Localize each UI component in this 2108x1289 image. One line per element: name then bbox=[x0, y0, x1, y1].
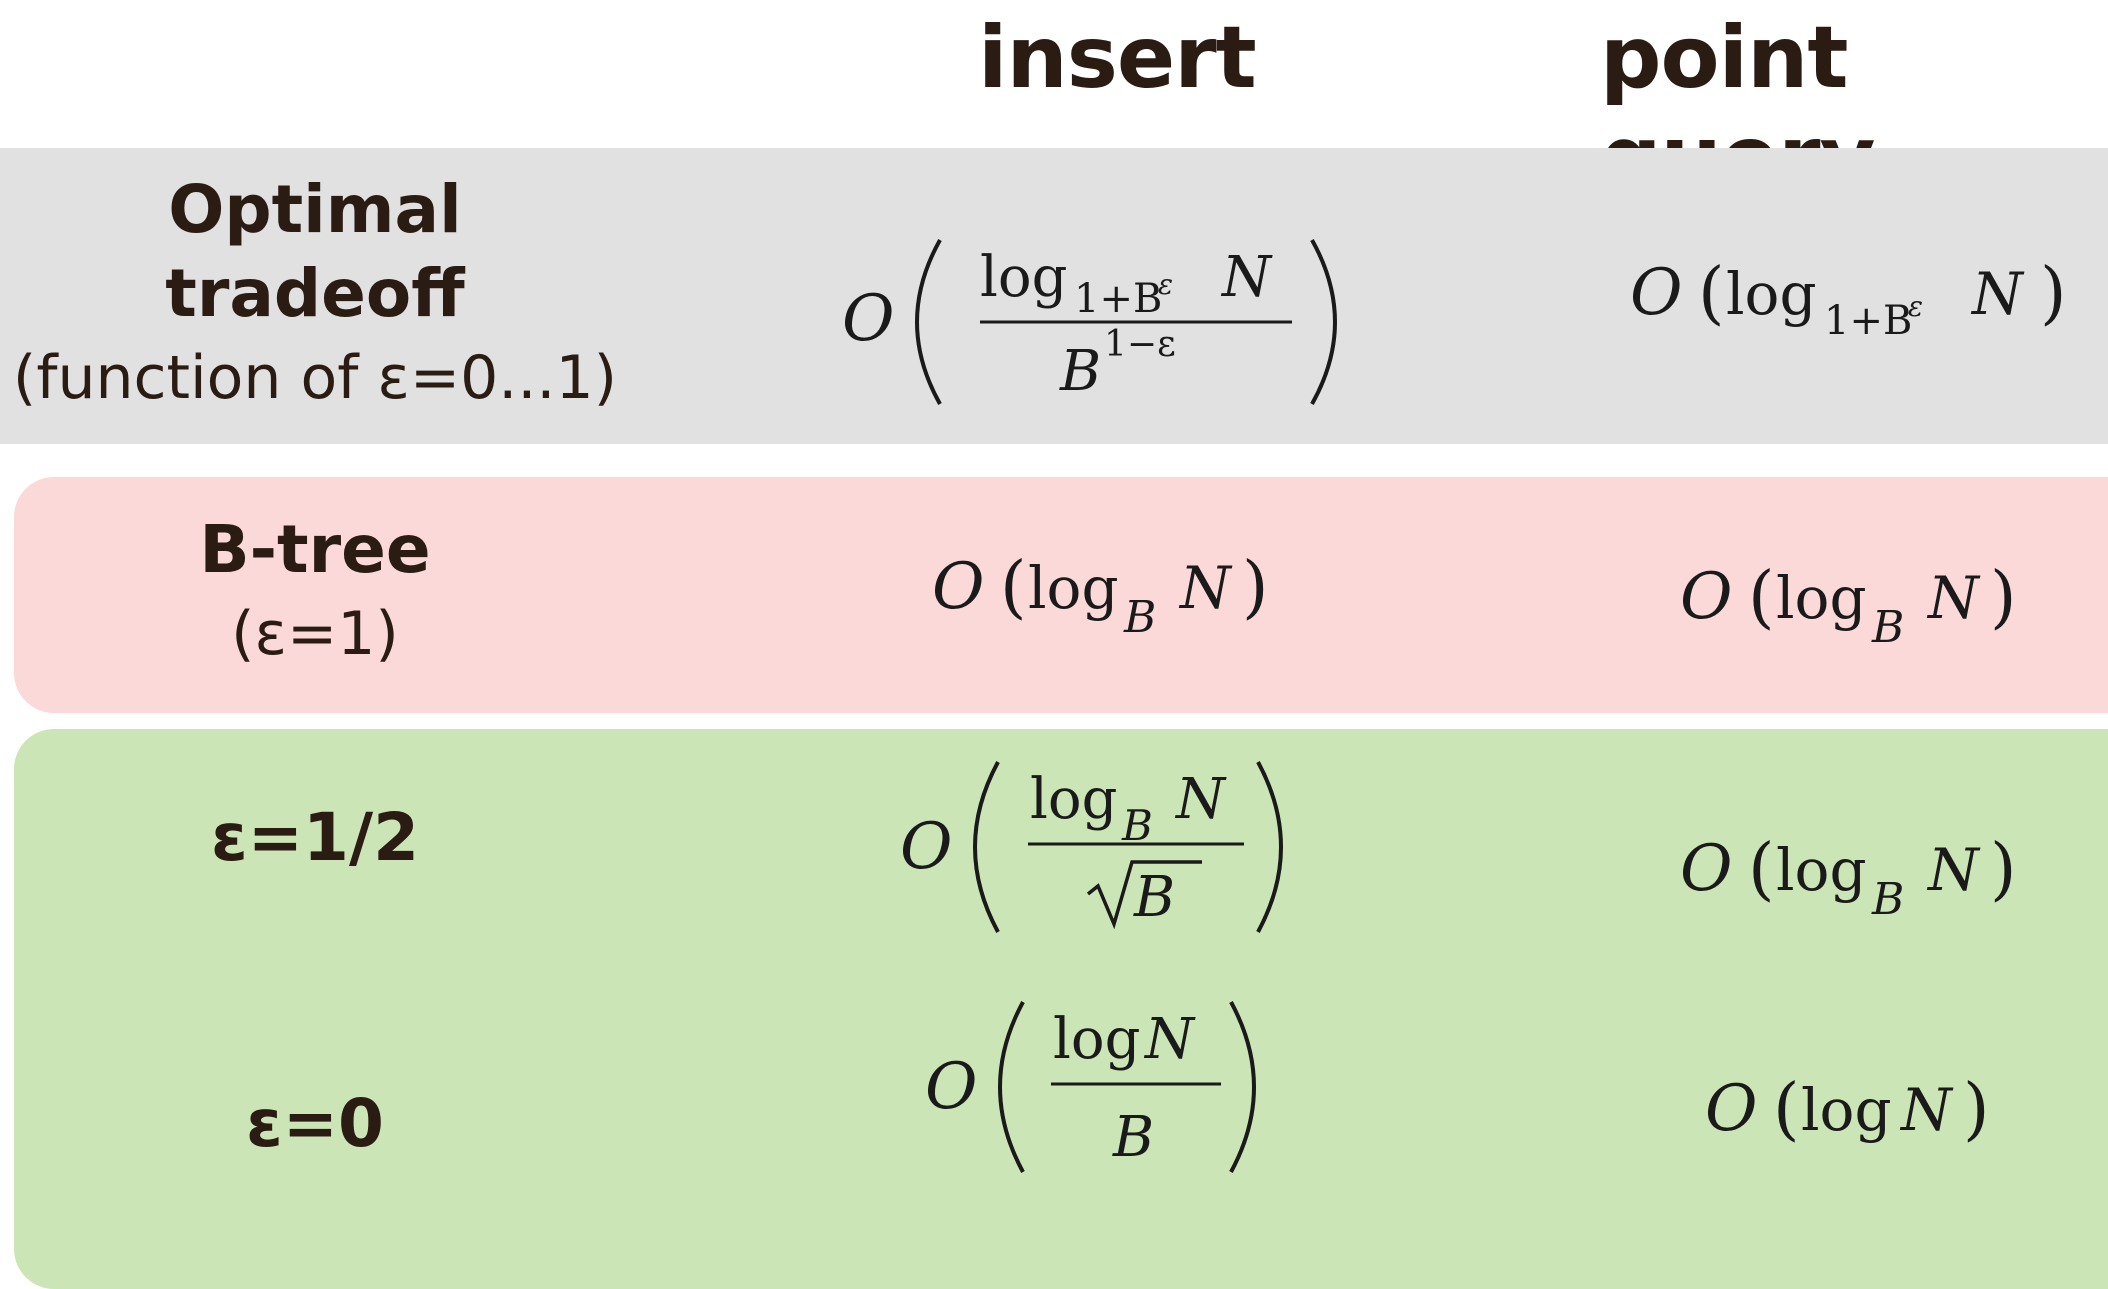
row-label-line: B-tree bbox=[199, 511, 431, 588]
fn-sub: B bbox=[1871, 602, 1904, 653]
rparen: ) bbox=[1963, 1070, 1990, 1149]
row-label-epsilon-half: ε=1/2 bbox=[211, 799, 419, 876]
sqrt-icon bbox=[1086, 860, 1202, 930]
den-var: B bbox=[1112, 1105, 1154, 1170]
rparen: ) bbox=[1990, 830, 2017, 909]
fn-log: log bbox=[1726, 260, 1817, 328]
row-label-sub: (ε=1) bbox=[231, 599, 399, 669]
den-var: B bbox=[1059, 339, 1101, 404]
fn-var: N bbox=[1178, 554, 1233, 622]
big-o: O bbox=[1630, 256, 1682, 330]
formula-btree-insert: O ( log B N ) bbox=[932, 548, 1292, 658]
rparen: ) bbox=[2040, 254, 2067, 333]
row-band-btree bbox=[14, 477, 2108, 713]
fn-sub: 1+B bbox=[1824, 298, 1912, 344]
row-label-btree: B-tree (ε=1) bbox=[0, 508, 630, 676]
fn-sub: B bbox=[1871, 874, 1904, 925]
num-var: N bbox=[1143, 1007, 1196, 1072]
fn-log: log bbox=[1028, 554, 1119, 622]
row-label-line: tradeoff bbox=[165, 255, 465, 332]
row-label-epsilon-zero: ε=0 bbox=[246, 1085, 384, 1162]
num-sub: 1+B bbox=[1074, 276, 1162, 322]
formula-btree-query: O ( log B N ) bbox=[1680, 558, 2040, 668]
den-sup: 1−ε bbox=[1104, 324, 1176, 365]
den-var: B bbox=[1133, 865, 1175, 930]
lparen: ( bbox=[1748, 558, 1775, 637]
fn-var: N bbox=[1926, 836, 1981, 904]
fn-log: log bbox=[1776, 836, 1867, 904]
big-o: O bbox=[925, 1050, 977, 1124]
fn-sup: ε bbox=[1908, 290, 1923, 323]
lparen: ( bbox=[1773, 1070, 1800, 1149]
row-band-epsilon bbox=[14, 729, 2108, 1289]
fn-var: N bbox=[1926, 564, 1981, 632]
fn-sub: B bbox=[1123, 592, 1156, 643]
fn-log: log bbox=[1801, 1076, 1892, 1144]
formula-half-insert: O log B N B bbox=[900, 752, 1320, 942]
row-label-sub: (function of ε=0...1) bbox=[12, 343, 618, 413]
formula-zero-insert: O log N B bbox=[925, 992, 1285, 1182]
fn-var: N bbox=[1970, 260, 2025, 328]
big-o: O bbox=[932, 550, 984, 624]
row-label-optimal: Optimal tradeoff (function of ε=0...1) bbox=[0, 168, 630, 420]
column-header-insert: insert bbox=[978, 8, 1257, 108]
num-sup: ε bbox=[1158, 268, 1173, 301]
rparen: ) bbox=[1990, 558, 2017, 637]
lparen: ( bbox=[1000, 548, 1027, 627]
row-band-optimal bbox=[0, 148, 2108, 444]
lparen: ( bbox=[1698, 254, 1725, 333]
big-o: O bbox=[842, 282, 894, 356]
formula-optimal-query: O ( log 1+B ε N ) bbox=[1630, 254, 2070, 364]
fn-var: N bbox=[1899, 1076, 1954, 1144]
num-log: log bbox=[980, 245, 1067, 310]
big-o: O bbox=[1705, 1072, 1757, 1146]
num-var: N bbox=[1220, 245, 1273, 310]
big-o: O bbox=[900, 810, 952, 884]
num-var: N bbox=[1174, 767, 1227, 832]
formula-half-query: O ( log B N ) bbox=[1680, 830, 2040, 940]
formula-zero-query: O ( log N ) bbox=[1705, 1070, 2025, 1180]
rparen: ) bbox=[1242, 548, 1269, 627]
num-log: log bbox=[1053, 1007, 1140, 1072]
lparen: ( bbox=[1748, 830, 1775, 909]
big-o: O bbox=[1680, 832, 1732, 906]
num-sub: B bbox=[1121, 801, 1153, 850]
row-label-line: Optimal bbox=[168, 171, 462, 248]
big-o: O bbox=[1680, 560, 1732, 634]
formula-optimal-insert: O log 1+B ε N B 1−ε bbox=[842, 232, 1362, 412]
num-log: log bbox=[1030, 767, 1117, 832]
fn-log: log bbox=[1776, 564, 1867, 632]
